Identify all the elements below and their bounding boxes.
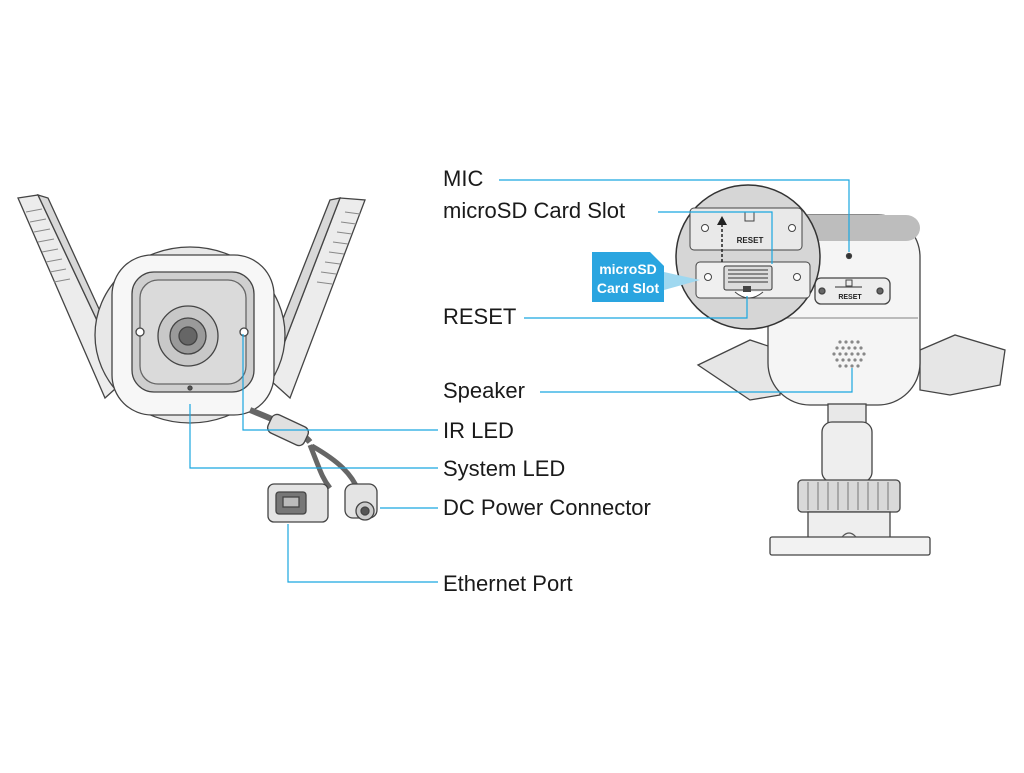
leader-ir-led [242,334,438,431]
front-camera [17,193,378,523]
label-mic: MIC [443,166,484,191]
ir-led-right [239,327,249,337]
label-reset: RESET [443,304,517,329]
system-led-dot [187,385,193,391]
label-microsd-slot: microSD Card Slot [443,198,626,223]
ethernet-connector [267,483,329,523]
label-dc-power: DC Power Connector [443,495,651,520]
leader-system-led [189,404,438,469]
badge-line2: Card Slot [597,280,660,296]
dc-connector [344,483,378,521]
inset-reset-cover-text: RESET [737,236,764,245]
label-system-led: System LED [443,456,566,481]
leader-microsd [658,211,773,264]
label-ir-led: IR LED [443,418,514,443]
badge-line1: microSD [599,261,657,277]
leader-reset [524,296,748,319]
mount-stand [769,403,931,556]
housing-reset-text: RESET [838,294,862,301]
leader-lines [189,179,853,583]
zoom-inset: RESET [675,184,821,330]
leader-speaker [540,368,853,393]
leader-mic [499,179,850,252]
label-speaker: Speaker [443,378,525,403]
leader-ethernet [287,524,438,583]
label-ethernet: Ethernet Port [443,571,573,596]
speaker-grille [832,340,866,368]
microsd-badge: microSD Card Slot [592,252,700,302]
mic-hole [845,252,853,260]
ir-led-left [135,327,145,337]
